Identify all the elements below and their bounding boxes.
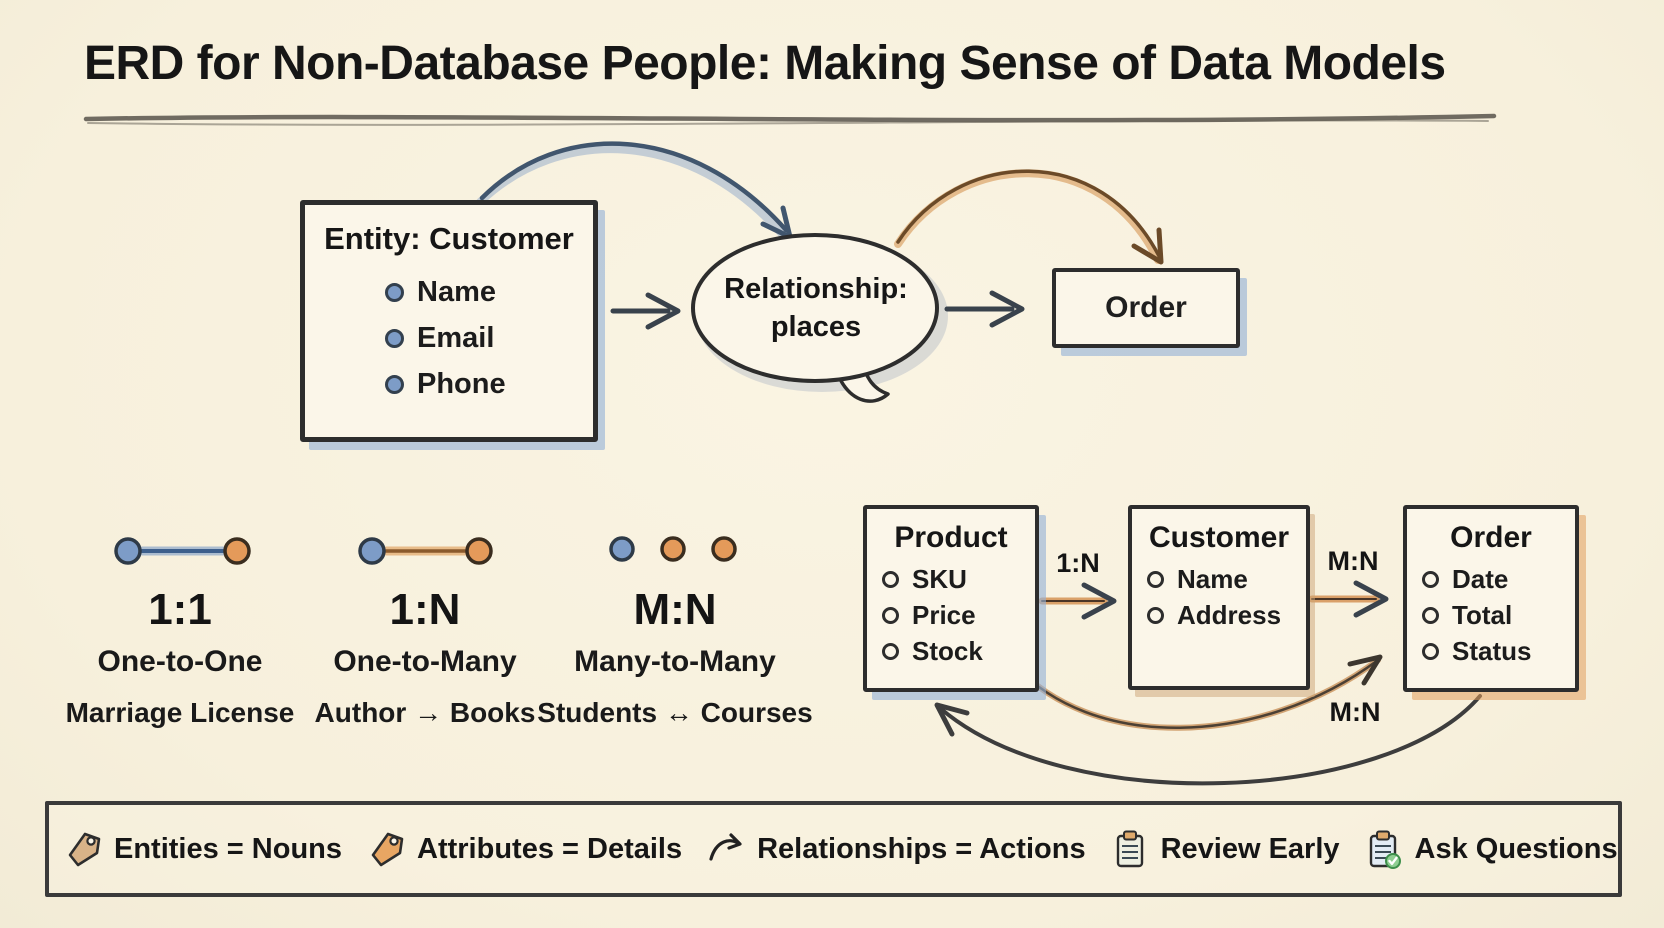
- legend-item-review: Review Early: [1110, 829, 1340, 869]
- title-underline-stroke: [83, 113, 1497, 126]
- cardinality-code: 1:N: [389, 585, 461, 634]
- product-box-title: Product: [894, 521, 1008, 554]
- bullet-icon: [385, 374, 404, 394]
- bullet-icon: [1422, 570, 1439, 588]
- clipboard-check-icon: [1369, 830, 1401, 869]
- customer-attr-name: Name: [1132, 561, 1306, 597]
- bubble-tail: [834, 356, 890, 403]
- product-attr-price: Price: [867, 597, 1035, 633]
- order-attr-total: Total: [1407, 597, 1575, 633]
- cardinality-example: Students ↔ Courses: [537, 697, 813, 728]
- order-box-title: Order: [1450, 521, 1532, 554]
- customer-attr-address: Address: [1132, 597, 1306, 633]
- link-product-to-customer: [1038, 582, 1117, 620]
- entity-attr-phone: Phone: [305, 361, 593, 407]
- one-to-one-glyph: [114, 537, 251, 565]
- curved-arrow-icon: [709, 833, 742, 861]
- arrow-bubble-to-order: [944, 290, 1025, 328]
- cardinality-code: M:N: [633, 585, 717, 634]
- customer-box-title: Customer: [1148, 521, 1290, 554]
- bullet-icon: [1147, 570, 1164, 588]
- legend-item-entities: Entities = Nouns: [63, 829, 342, 869]
- one-to-many-glyph: [358, 537, 493, 565]
- link-customer-to-order: [1308, 580, 1389, 618]
- cardinality-example: Marriage License: [65, 697, 295, 728]
- clipboard-icon: [1116, 830, 1143, 868]
- link-label-mn: M:N: [1327, 546, 1379, 576]
- cardinality-code: 1:1: [148, 585, 212, 634]
- order-attr-date: Date: [1407, 561, 1575, 597]
- bullet-icon: [1422, 606, 1439, 624]
- entity-customer-box: Entity: Customer Name Email Phone: [300, 200, 598, 442]
- bullet-icon: [385, 282, 404, 302]
- link-label-mn-bottom: M:N: [1329, 697, 1381, 727]
- order-box-top: Order: [1052, 268, 1240, 348]
- bullet-icon: [882, 606, 899, 624]
- page-title: ERD for Non-Database People: Making Sens…: [84, 37, 1446, 90]
- bullet-icon: [882, 570, 899, 588]
- arc-bubble-to-order: [894, 169, 1164, 265]
- tag-orange-icon: [371, 832, 404, 867]
- legend-bar: Entities = Nouns Attributes = Details Re…: [45, 801, 1622, 897]
- bullet-icon: [882, 642, 899, 660]
- cardinality-name: One-to-Many: [333, 645, 517, 678]
- link-label-1n: 1:N: [1056, 548, 1100, 578]
- legend-item-attributes: Attributes = Details: [366, 829, 682, 869]
- product-attr-sku: SKU: [867, 561, 1035, 597]
- cardinality-many-to-many: M:N Many-to-Many Students ↔ Courses: [512, 585, 838, 729]
- relationship-bubble-text: Relationship: places: [724, 273, 908, 343]
- customer-entity-box: Customer Name Address: [1128, 505, 1310, 690]
- arrow-entity-to-bubble: [610, 292, 681, 330]
- legend-item-relationships: Relationships = Actions: [706, 829, 1086, 869]
- order-entity-box: Order Date Total Status: [1403, 505, 1579, 692]
- bullet-icon: [1147, 606, 1164, 624]
- legend-item-ask: Ask Questions: [1364, 829, 1618, 869]
- bullet-icon: [385, 328, 404, 348]
- entity-attr-name: Name: [305, 269, 593, 315]
- cardinality-one-to-one: 1:1 One-to-One Marriage License: [30, 585, 330, 729]
- cardinality-name: One-to-One: [97, 645, 263, 678]
- entity-box-title: Entity: Customer: [324, 221, 574, 256]
- product-attr-stock: Stock: [867, 633, 1035, 669]
- cardinality-name: Many-to-Many: [574, 645, 776, 678]
- cardinality-one-to-many: 1:N One-to-Many Author → Books: [270, 585, 580, 729]
- cardinality-example: Author → Books: [314, 697, 536, 728]
- tag-tan-icon: [68, 832, 101, 867]
- many-to-many-glyph: [609, 536, 737, 562]
- product-entity-box: Product SKU Price Stock: [863, 505, 1039, 692]
- order-attr-status: Status: [1407, 633, 1575, 669]
- bullet-icon: [1422, 642, 1439, 660]
- entity-attr-email: Email: [305, 315, 593, 361]
